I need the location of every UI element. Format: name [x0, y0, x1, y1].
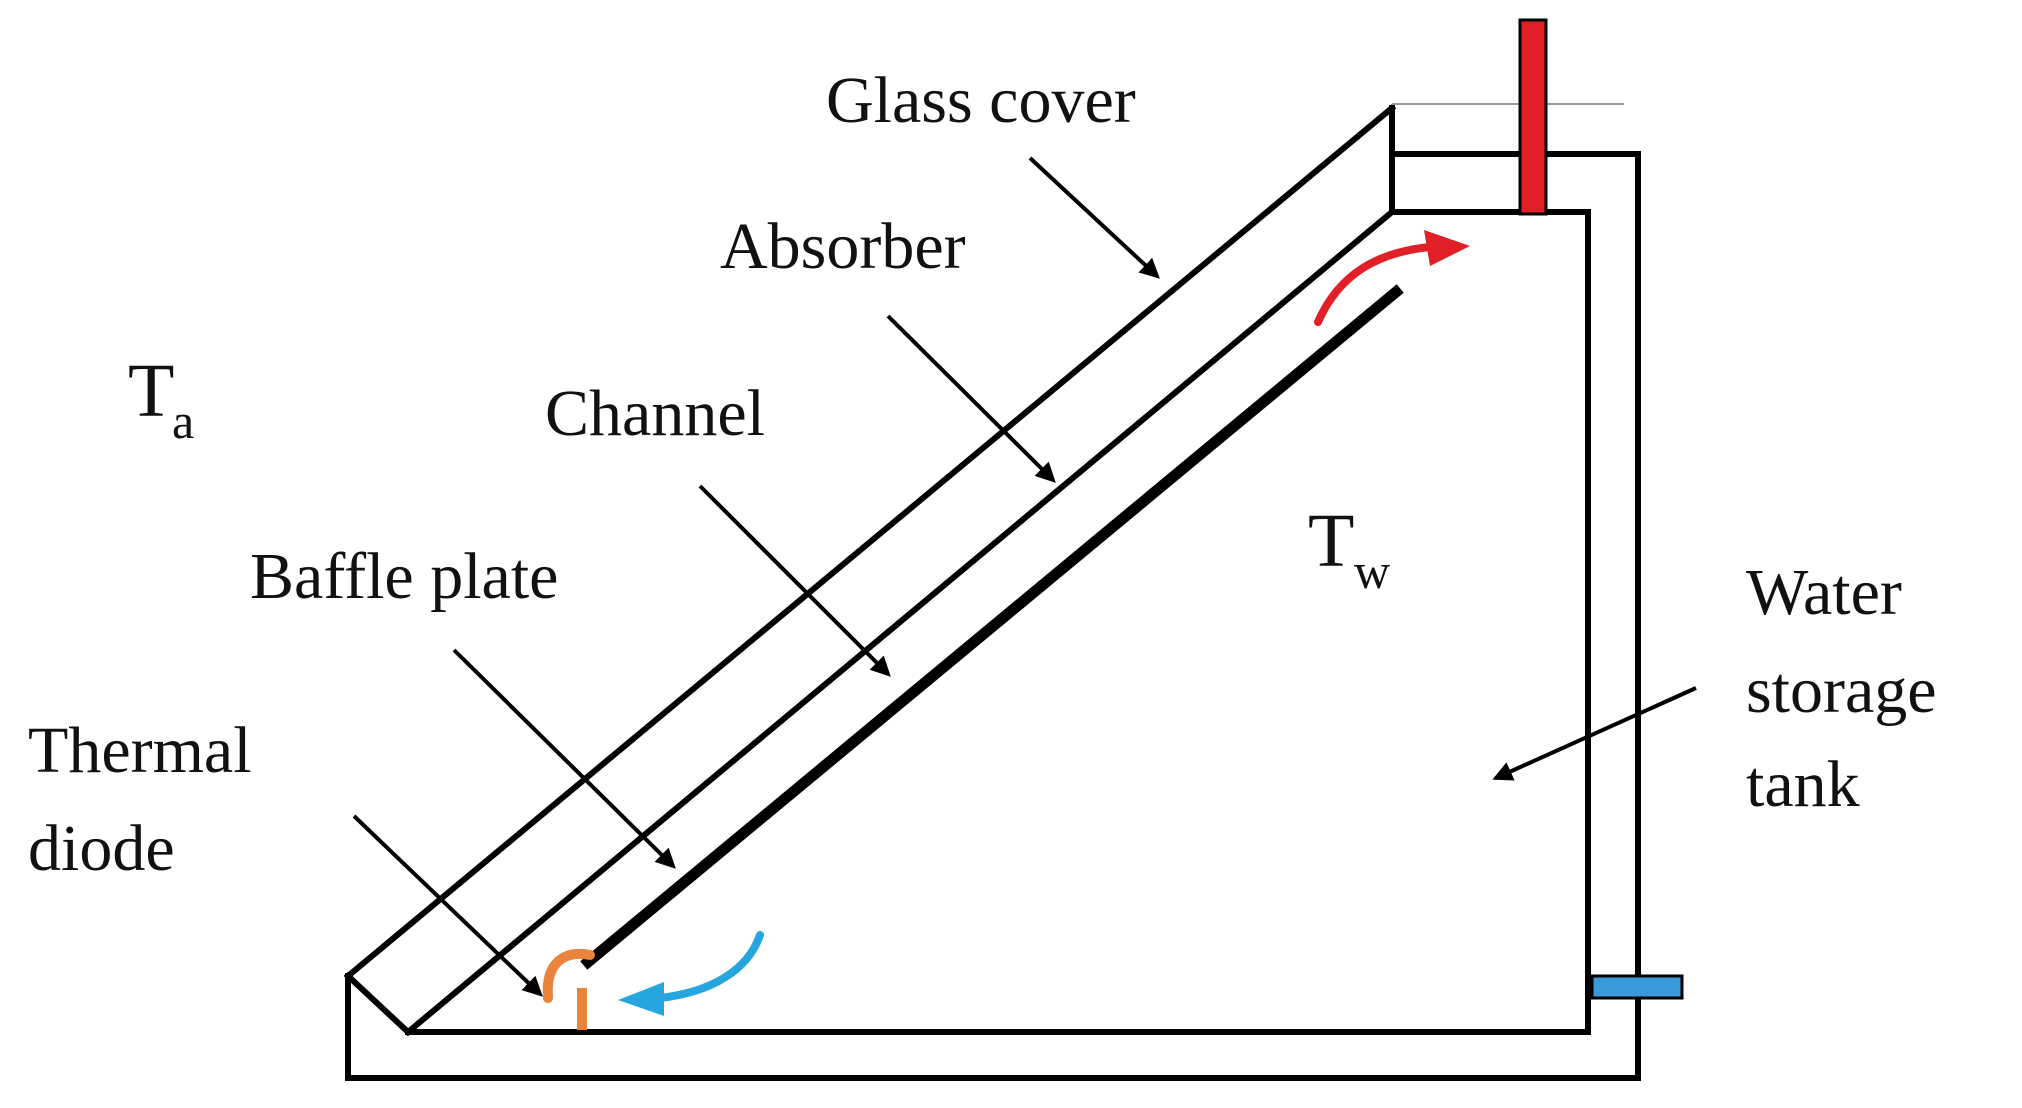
cold-flow-arrow [618, 931, 764, 1016]
thermal-diode-flap [542, 949, 595, 1003]
absorber-plate [403, 207, 1397, 1037]
thermal-diode-label-line1: Thermal [28, 714, 252, 787]
water-tank-label-line3: tank [1746, 748, 1860, 821]
glass-cover-label: Glass cover [826, 64, 1136, 137]
cold-water-pipe [1590, 974, 1684, 1000]
hot-flow-arrow [1314, 230, 1470, 326]
absorber-leader [886, 314, 1056, 483]
water-tank-label-line1: Water [1746, 556, 1902, 629]
glass-cover [343, 103, 1397, 981]
thermal-diode-label-line2: diode [28, 812, 175, 885]
water-temp-symbol: T [1308, 499, 1354, 583]
hot-water-pipe [1518, 18, 1548, 216]
ambient-temp-symbol: T [128, 349, 174, 433]
water-temperature-label: T w [1308, 499, 1390, 599]
collector-structure [343, 103, 1641, 1081]
leader-arrows [352, 156, 1697, 997]
tank-inner-wall [405, 209, 1591, 1035]
absorber-label: Absorber [720, 210, 966, 283]
thermal-diode [542, 949, 595, 1030]
baffle-plate-leader [452, 648, 676, 869]
baffle-plate-label: Baffle plate [250, 540, 558, 613]
channel-label: Channel [545, 377, 765, 450]
channel-leader [698, 484, 891, 677]
ambient-temp-subscript: a [172, 393, 194, 449]
ambient-temperature-label: T a [128, 349, 194, 449]
baffle-plate [580, 284, 1404, 970]
glass-cover-leader [1028, 156, 1160, 279]
collector-bottom-cap [343, 971, 413, 1037]
water-tank-label-line2: storage [1746, 654, 1937, 727]
water-tank-leader [1492, 686, 1697, 781]
water-temp-subscript: w [1354, 543, 1390, 599]
thermal-diode-leader [352, 814, 543, 997]
